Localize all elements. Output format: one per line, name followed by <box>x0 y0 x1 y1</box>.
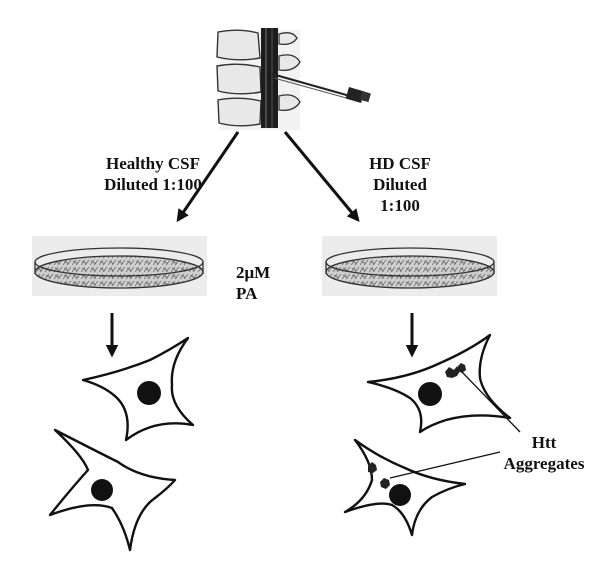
dish-icon-hd <box>322 236 497 296</box>
htt-aggregate-icon <box>445 363 466 378</box>
htt-text: Htt <box>531 433 557 452</box>
cell-icon-healthy-2 <box>48 428 177 552</box>
aggregates-text: Aggregates <box>503 454 585 473</box>
hd-ratio-text: 1:100 <box>380 196 420 215</box>
htt-aggregates-label: Htt Aggregates <box>494 432 594 474</box>
hd-diluted-text: Diluted <box>373 175 427 194</box>
htt-pointer-line-2 <box>389 451 501 479</box>
cell-icon-hd-1 <box>366 333 512 434</box>
pa-concentration-label: 2μM PA <box>236 262 270 304</box>
htt-aggregate-icon <box>368 462 390 489</box>
healthy-csf-label: Healthy CSF Diluted 1:100 <box>88 153 218 195</box>
arrow-to-healthy <box>176 131 240 223</box>
cell-icon-healthy-1 <box>81 336 195 442</box>
pa-concentration-text: 2μM <box>236 263 271 282</box>
healthy-dilution-text: Diluted 1:100 <box>104 175 202 194</box>
pa-text: PA <box>236 284 258 303</box>
hd-csf-label: HD CSF Diluted 1:100 <box>345 153 455 216</box>
arrow-to-hd <box>283 131 360 222</box>
healthy-csf-text: Healthy CSF <box>106 154 200 173</box>
spine-icon <box>216 28 371 130</box>
cell-icon-hd-2 <box>343 438 467 537</box>
htt-pointer-line-1 <box>461 371 521 433</box>
dish-icon-healthy <box>32 236 207 296</box>
hd-csf-text: HD CSF <box>369 154 431 173</box>
